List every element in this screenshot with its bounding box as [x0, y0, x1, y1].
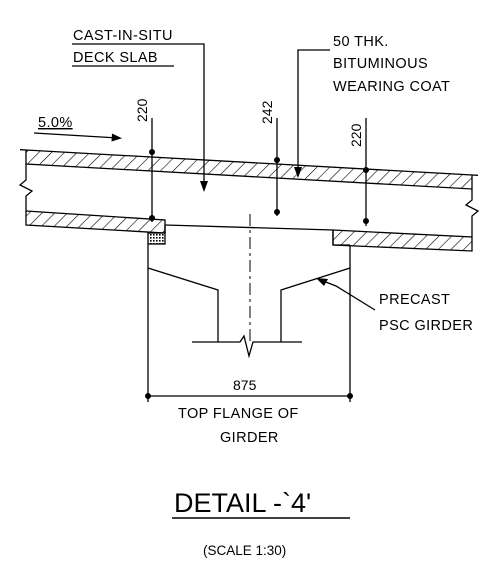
dim-left-depth: 220	[134, 98, 150, 122]
slope-arrowhead	[111, 133, 122, 142]
deck-slab-label-1: CAST-IN-SITU	[73, 28, 173, 44]
break-line-right	[464, 189, 480, 237]
dim-flange-width: 875	[233, 377, 257, 393]
deck-slab-arrowhead	[200, 181, 208, 192]
flange-top	[164, 224, 334, 231]
flange-label-2: GIRDER	[220, 430, 279, 446]
slope-label: 5.0%	[38, 115, 73, 131]
wearing-coat-label-1: 50 THK.	[333, 34, 389, 50]
deck-slab-soffit-right	[332, 229, 473, 252]
slope-arrow-line	[33, 132, 119, 139]
wearing-coat-label-2: BITUMINOUS	[333, 56, 428, 72]
girder-outline-left	[147, 244, 219, 342]
girder-arrowhead	[316, 278, 328, 286]
leader-precast-girder	[317, 278, 376, 311]
dim-mid-depth: 242	[259, 100, 275, 124]
leader-deck-slab	[198, 43, 205, 185]
wearing-coat-label-3: WEARING COAT	[333, 79, 450, 95]
wearing-coat-layer	[25, 149, 473, 190]
deck-slab-soffit-left	[25, 210, 166, 234]
detail-scale: (SCALE 1:30)	[203, 543, 286, 558]
girder-outline-right	[280, 245, 351, 342]
flange-label-1: TOP FLANGE OF	[178, 406, 299, 422]
leader-wearing-coat	[297, 49, 330, 172]
girder-label-1: PRECAST	[379, 292, 450, 308]
dim-right-depth: 220	[348, 123, 364, 147]
wearing-coat-arrowhead	[294, 167, 302, 178]
deck-slab-label-2: DECK SLAB	[73, 50, 158, 66]
bearing-strip	[147, 232, 166, 245]
girder-label-2: PSC GIRDER	[379, 318, 473, 334]
detail-title: DETAIL -`4'	[174, 488, 311, 518]
girder-break-line	[192, 334, 302, 359]
break-line-left	[18, 164, 34, 211]
